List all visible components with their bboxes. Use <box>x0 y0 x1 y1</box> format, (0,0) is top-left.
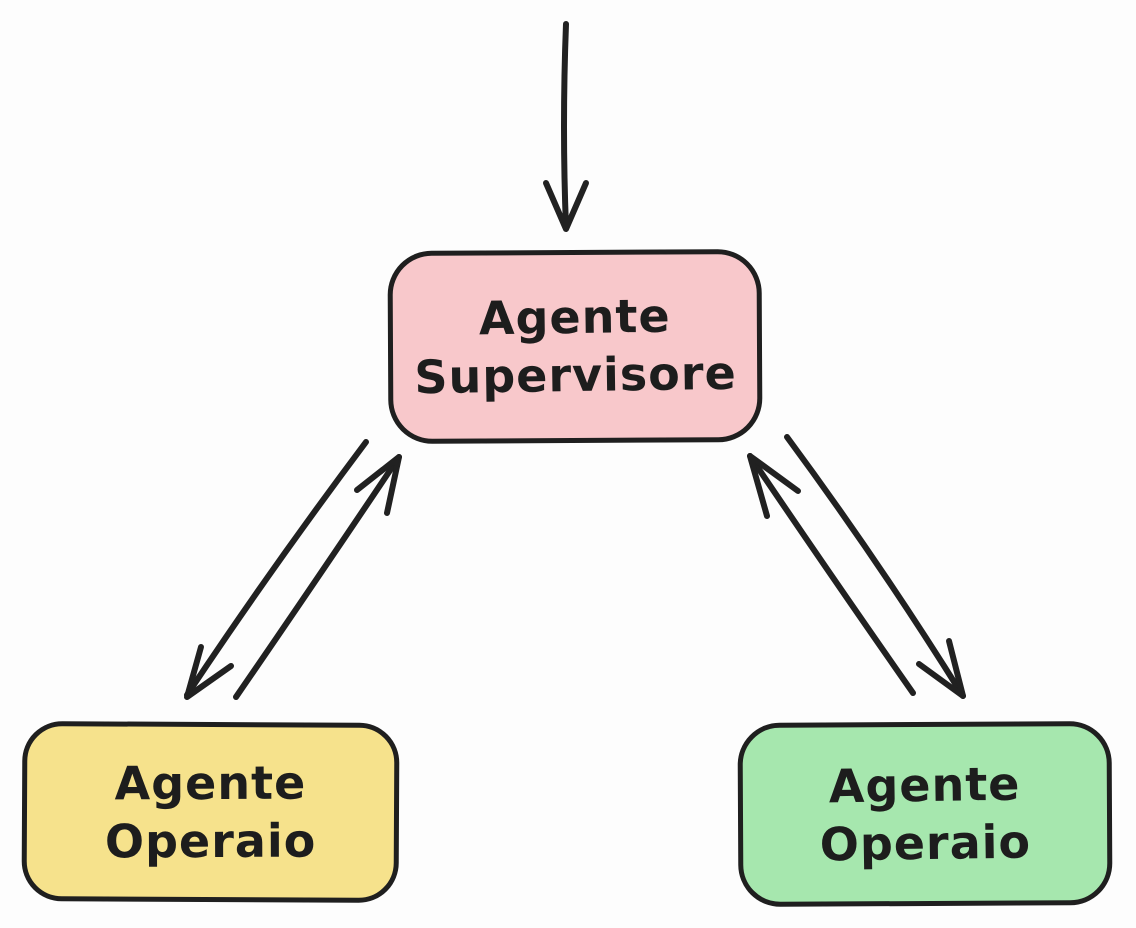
edge-entry-to-supervisor-arrow <box>543 21 589 232</box>
arrow-shaft <box>184 439 369 698</box>
node-agente-operaio-left-label: Agente Operaio <box>104 755 317 868</box>
node-agente-operaio-right-label: Agente Operaio <box>819 756 1032 871</box>
arrow-shaft <box>747 453 916 696</box>
arrow-head-icon <box>543 180 589 232</box>
node-agente-supervisore-label: Agente Supervisore <box>413 288 737 404</box>
node-agente-operaio-left: Agente Operaio <box>21 721 400 903</box>
edge-left-worker-to-supervisor-arrow <box>233 454 402 700</box>
edge-supervisor-to-right-worker-arrow <box>784 434 966 699</box>
arrow-shaft <box>561 21 569 230</box>
arrow-head-icon <box>747 453 801 519</box>
arrow-head-icon <box>916 638 966 699</box>
arrow-head-icon <box>354 454 402 516</box>
arrow-shaft <box>784 434 966 699</box>
edge-right-worker-to-supervisor-arrow <box>747 453 916 696</box>
node-agente-supervisore: Agente Supervisore <box>387 249 763 444</box>
node-agente-operaio-right: Agente Operaio <box>737 721 1113 907</box>
edge-supervisor-to-left-worker-arrow <box>184 439 369 700</box>
arrow-head-icon <box>184 644 234 700</box>
arrow-shaft <box>233 454 402 700</box>
